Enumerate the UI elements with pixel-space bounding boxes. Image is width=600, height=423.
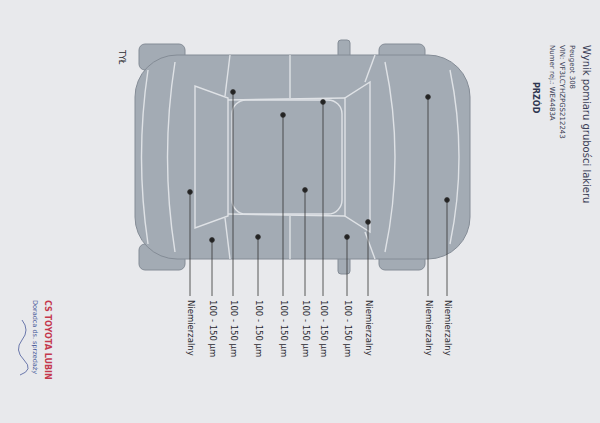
thickness-label: 100 - 150 µm [208,300,218,357]
thickness-label: 100 - 150 µm [343,300,353,357]
thickness-label: 100 - 150 µm [229,300,239,357]
registration-number: Numer rej.: WE4483A [548,45,556,121]
thickness-label: 100 - 150 µm [279,300,289,357]
thickness-label: Niemierzalny [443,300,453,356]
rear-label: TYŁ [116,50,126,64]
vin-number: VIN: VF3LCYHZPGS212243 [558,45,566,139]
thickness-label: 100 - 150 µm [254,300,264,357]
thickness-label: 100 - 150 µm [319,300,329,357]
thickness-label: Niemierzalny [424,300,434,356]
car-model: Peugeot 308 [568,45,576,89]
front-label: PRZÓD [530,82,540,113]
thickness-label: Niemierzalny [186,300,196,356]
thickness-label: Niemierzalny [364,300,374,356]
thickness-label: 100 - 150 µm [301,300,311,357]
dealer-stamp: CS TOYOTA LUBIN [42,300,52,380]
document-title: Wynik pomiaru grubości lakieru [580,45,592,203]
stamp-subtitle: Doradca ds. sprzedaży [30,300,38,374]
